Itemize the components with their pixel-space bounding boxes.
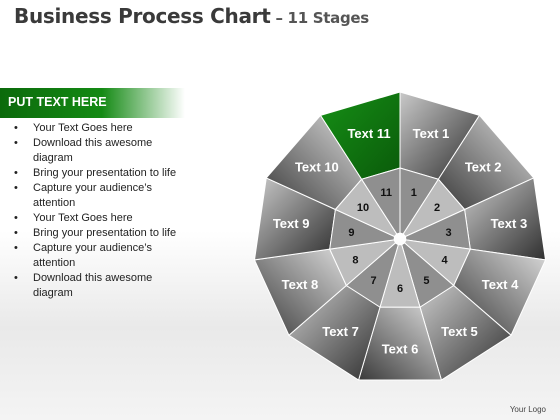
stage-number-label: 3 [445,227,451,239]
stage-outer-label: Text 8 [282,277,319,292]
logo-text: Your Logo [509,405,546,414]
stage-outer-label: Text 1 [413,126,450,141]
stage-outer-label: Text 2 [465,159,502,174]
text-header: PUT TEXT HERE [8,95,107,109]
stage-number-label: 11 [380,187,392,199]
stage-outer-label: Text 9 [273,216,310,231]
page-title: Business Process Chart – 11 Stages [14,4,369,28]
stage-number-label: 7 [370,275,376,287]
stage-number-label: 4 [442,254,449,266]
bullet-list: Your Text Goes hereDownload this awesome… [0,121,178,301]
stage-outer-label: Text 5 [441,324,478,339]
stage-number-label: 8 [352,254,358,266]
stage-outer-label: Text 11 [347,126,390,141]
stage-number-label: 6 [397,283,403,295]
title-sub: – 11 Stages [270,9,369,27]
title-main: Business Process Chart [14,4,271,28]
bullet-item: Capture your audience’s attention [0,241,178,271]
bullet-item: Capture your audience’s attention [0,181,178,211]
text-header-bar: PUT TEXT HERE [0,88,185,118]
bullet-item: Your Text Goes here [0,121,178,136]
stage-number-label: 2 [434,202,440,214]
bullet-item: Bring your presentation to life [0,166,178,181]
bullet-item: Your Text Goes here [0,211,178,226]
stage-outer-label: Text 3 [491,216,528,231]
stage-outer-label: Text 10 [295,159,339,174]
bullet-item: Bring your presentation to life [0,226,178,241]
stage-number-label: 5 [423,275,429,287]
stage-number-label: 9 [348,227,354,239]
stage-outer-label: Text 7 [322,324,359,339]
bullet-item: Download this awesome diagram [0,136,178,166]
stage-number-label: 1 [411,187,417,199]
stage-outer-label: Text 4 [482,277,519,292]
bullet-item: Download this awesome diagram [0,271,178,301]
stage-outer-label: Text 6 [382,342,419,357]
stage-number-label: 10 [357,202,369,214]
stage-segment-inner [360,167,401,235]
